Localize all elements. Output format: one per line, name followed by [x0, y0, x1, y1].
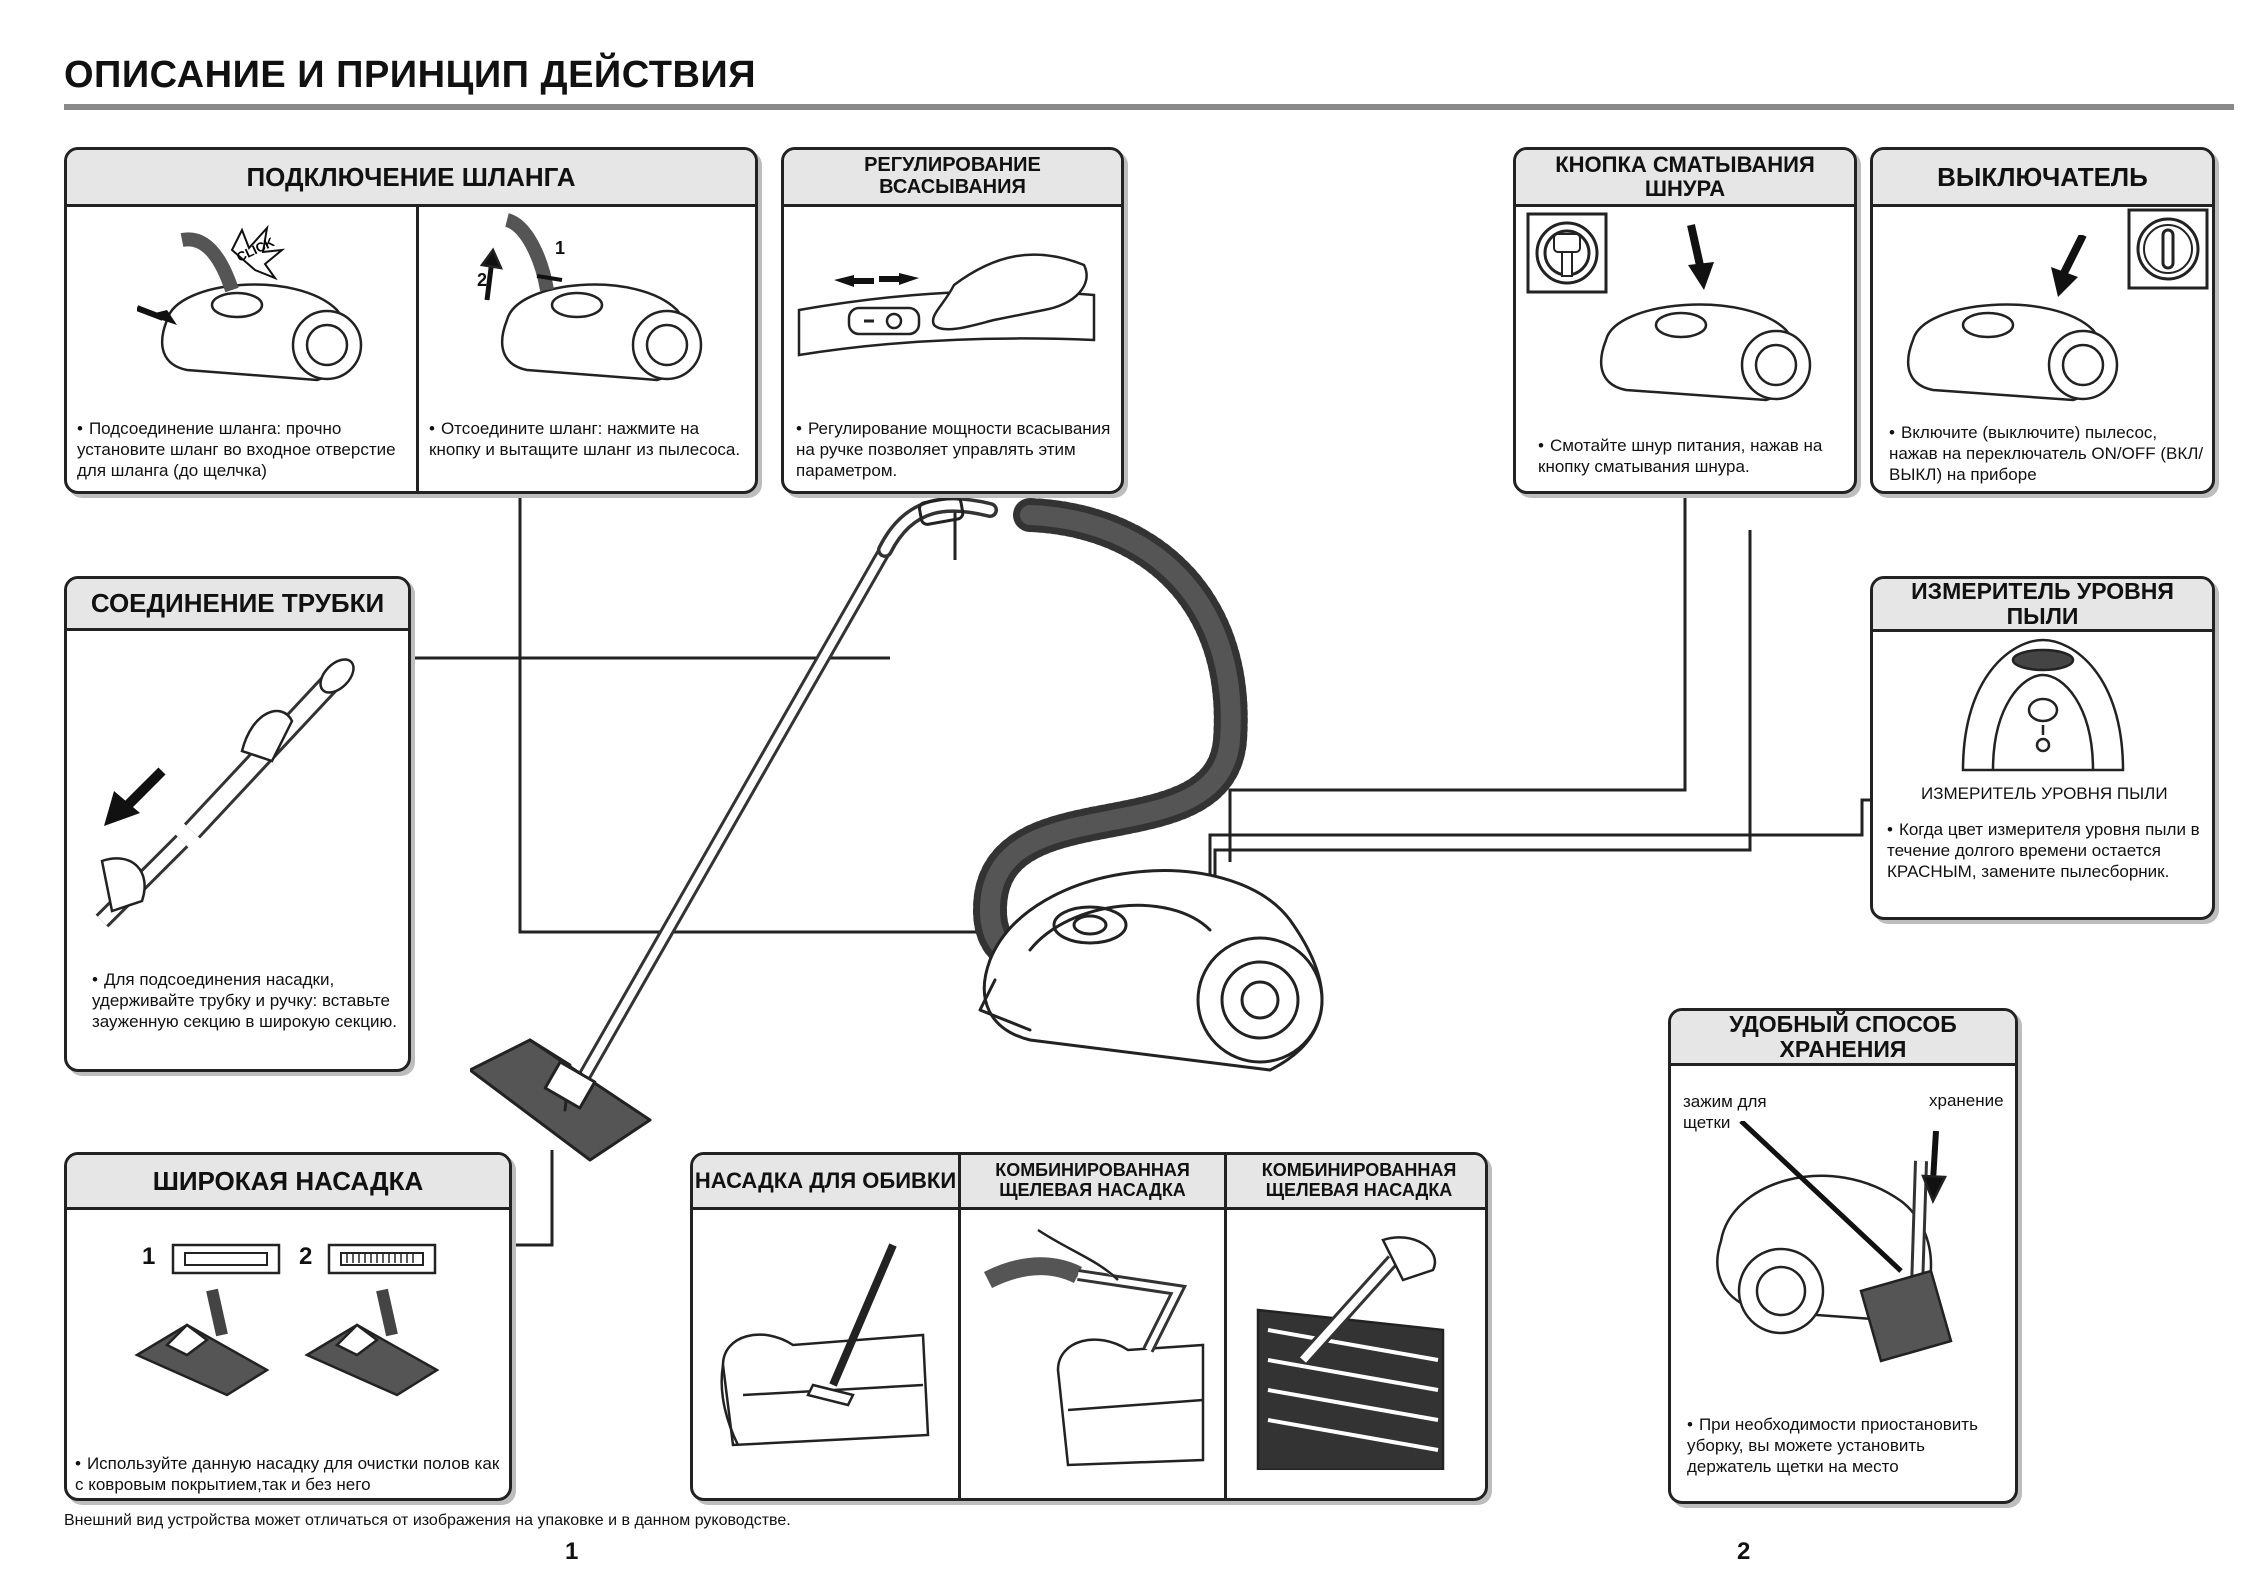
cord-rewind-title: КНОПКА СМАТЫВАНИЯ ШНУРА: [1516, 150, 1854, 207]
tools-divider-1: [958, 1155, 961, 1498]
arrow-icon: [137, 305, 177, 325]
hose-step-2-label: 2: [477, 270, 488, 290]
cord-rewind-panel: КНОПКА СМАТЫВАНИЯ ШНУРА •Смотайте шнур п…: [1513, 147, 1857, 494]
main-vacuum-illustration: [468, 480, 1420, 1200]
nozzle-position-2-label: 2: [299, 1243, 313, 1270]
tube-connection-panel: СОЕДИНЕНИЕ ТРУБКИ •Для подсоединения нас…: [64, 576, 411, 1072]
footnote: Внешний вид устройства может отличаться …: [64, 1512, 791, 1529]
hose-attach-caption: •Подсоединение шланга: прочно установите…: [77, 419, 396, 480]
dust-indicator-sublabel: ИЗМЕРИТЕЛЬ УРОВНЯ ПЫЛИ: [1921, 784, 2168, 803]
power-switch-title: ВЫКЛЮЧАТЕЛЬ: [1873, 150, 2212, 207]
nozzle-position-1-illustration: [127, 1285, 277, 1400]
upholstery-tool-title: НАСАДКА ДЛЯ ОБИВКИ: [694, 1168, 957, 1193]
hose-detach-illustration: [467, 210, 707, 405]
storage-label: хранение: [1929, 1091, 2004, 1110]
hand-icon: [931, 253, 1088, 331]
power-switch-panel: ВЫКЛЮЧАТЕЛЬ •Включите (выключите) пылесо…: [1870, 147, 2215, 494]
hose-connection-panel: ПОДКЛЮЧЕНИЕ ШЛАНГА CLICK: [64, 147, 758, 494]
brush-clip-label: зажим для щетки: [1683, 1092, 1767, 1132]
page-number-right: 2: [1737, 1538, 1751, 1565]
page-title: ОПИСАНИЕ И ПРИНЦИП ДЕЙСТВИЯ: [64, 54, 757, 96]
title-rule: [64, 104, 2234, 110]
hose-click-icon: CLICK: [230, 224, 286, 281]
storage-panel: УДОБНЫЙ СПОСОБ ХРАНЕНИЯ зажим для щетки …: [1668, 1008, 2018, 1504]
hose-detach-caption: •Отсоедините шланг: нажмите на кнопку и …: [429, 419, 741, 459]
nozzle-position-1-label: 1: [142, 1243, 156, 1270]
crevice-tool-title-1: КОМБИНИРОВАННАЯ ЩЕЛЕВАЯ НАСАДКА: [995, 1160, 1190, 1200]
dust-indicator-panel: ИЗМЕРИТЕЛЬ УРОВНЯ ПЫЛИ ИЗМЕРИТЕЛЬ УРОВНЯ…: [1870, 576, 2215, 920]
hose-step-1-label: 1: [555, 238, 566, 258]
dust-indicator-illustration: [1953, 635, 2133, 775]
hose-connection-title: ПОДКЛЮЧЕНИЕ ШЛАНГА: [67, 150, 755, 207]
nozzle-position-2-illustration: [297, 1285, 447, 1400]
vacuum-cleaner-icon: [468, 495, 1324, 1162]
tube-connection-title: СОЕДИНЕНИЕ ТРУБКИ: [67, 579, 408, 631]
cord-rewind-caption: •Смотайте шнур питания, нажав на кнопку …: [1538, 436, 1823, 476]
wide-nozzle-title: ШИРОКАЯ НАСАДКА: [67, 1155, 509, 1210]
wide-nozzle-caption: •Используйте данную насадку для очистки …: [75, 1454, 500, 1494]
suction-control-title: РЕГУЛИРОВАНИЕ ВСАСЫВАНИЯ: [784, 150, 1121, 207]
tube-connection-caption: •Для подсоединения насадки, удерживайте …: [92, 970, 397, 1031]
dust-indicator-title: ИЗМЕРИТЕЛЬ УРОВНЯ ПЫЛИ: [1873, 579, 2212, 632]
nozzle-position-2-indicator: [327, 1243, 437, 1275]
storage-illustration: [1701, 1121, 2001, 1381]
tube-connection-illustration: [82, 641, 402, 941]
storage-caption: •При необходимости приостановить уборку,…: [1687, 1415, 1978, 1476]
page-number-left: 1: [565, 1538, 579, 1565]
tools-head-strip: [693, 1155, 1485, 1210]
suction-control-illustration: [794, 215, 1119, 410]
crevice-tool-sofa-illustration: [978, 1220, 1213, 1470]
power-plug-icon: [1526, 212, 1608, 294]
suction-control-caption: •Регулирование мощности всасывания на ру…: [796, 419, 1111, 480]
accessory-tools-panel: НАСАДКА ДЛЯ ОБИВКИ КОМБИНИРОВАННАЯ ЩЕЛЕВ…: [690, 1152, 1488, 1501]
tools-divider-2: [1224, 1155, 1227, 1498]
crevice-tool-title-2: КОМБИНИРОВАННАЯ ЩЕЛЕВАЯ НАСАДКА: [1261, 1160, 1457, 1200]
on-off-icon: [2127, 208, 2209, 290]
crevice-tool-curtain-illustration: [1243, 1220, 1478, 1470]
cord-rewind-illustration: [1586, 220, 1846, 415]
hose-attach-illustration: CLICK: [137, 220, 367, 405]
storage-title: УДОБНЫЙ СПОСОБ ХРАНЕНИЯ: [1671, 1011, 2015, 1066]
nozzle-position-1-indicator: [171, 1243, 281, 1275]
suction-control-panel: РЕГУЛИРОВАНИЕ ВСАСЫВАНИЯ •Регулирование …: [781, 147, 1124, 494]
hose-panel-divider: [416, 204, 419, 491]
wide-nozzle-panel: ШИРОКАЯ НАСАДКА 1 2 •Используйте данную …: [64, 1152, 512, 1501]
dust-indicator-caption: •Когда цвет измерителя уровня пыли в теч…: [1887, 820, 2200, 881]
upholstery-tool-illustration: [713, 1235, 943, 1465]
power-switch-caption: •Включите (выключите) пылесос, нажав на …: [1889, 423, 2204, 484]
power-switch-illustration: [1893, 235, 2143, 415]
